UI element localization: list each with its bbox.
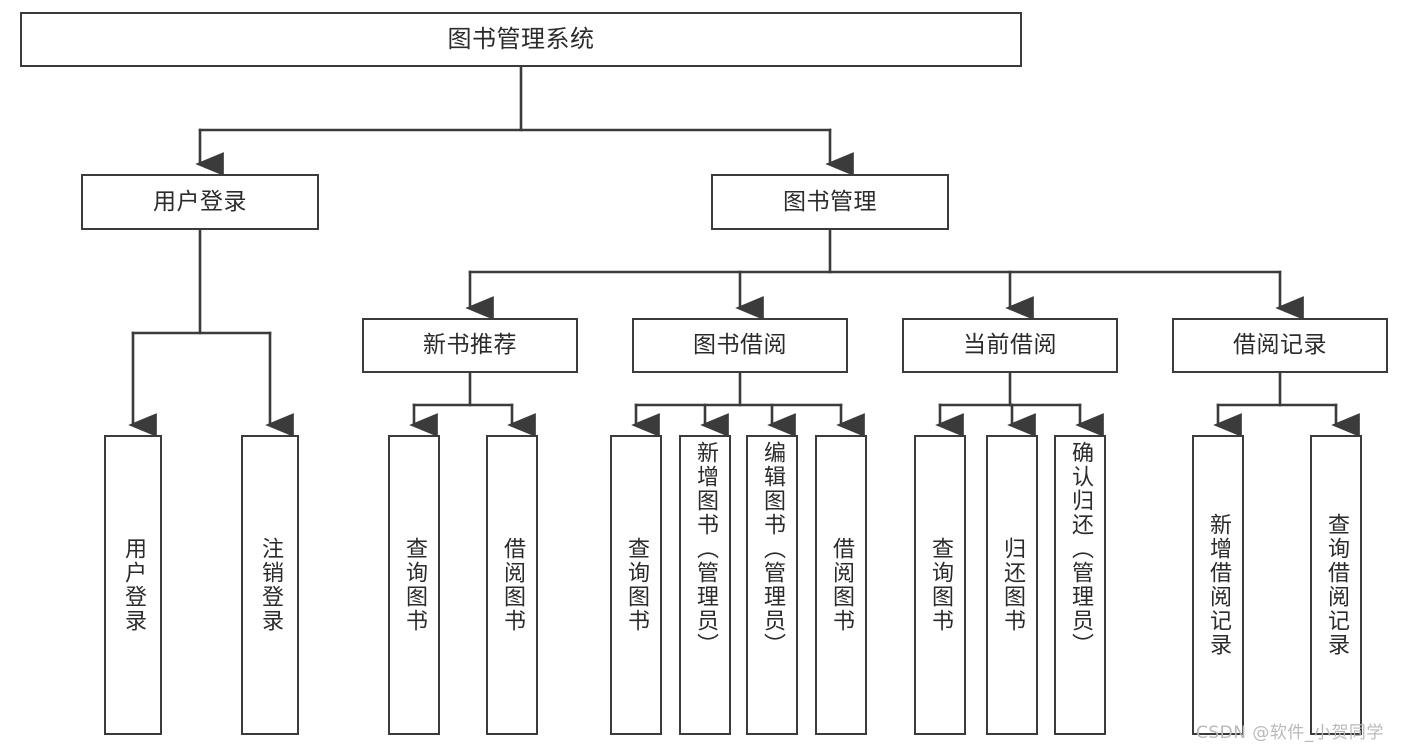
node-leaf-return-book[interactable]: 归还图书	[986, 435, 1038, 735]
node-leaf-query-book-2[interactable]: 查询图书	[610, 435, 662, 735]
node-borrow-records-label: 借阅记录	[1233, 332, 1327, 359]
node-book-borrow[interactable]: 图书借阅	[632, 318, 848, 373]
node-new-book-recommend-label: 新书推荐	[423, 332, 517, 359]
node-leaf-borrow-book-1-label: 借阅图书	[499, 537, 525, 633]
node-current-borrow[interactable]: 当前借阅	[902, 318, 1118, 373]
node-leaf-confirm-return-label: 确认归还（管理员）	[1067, 441, 1093, 657]
node-root[interactable]: 图书管理系统	[20, 12, 1022, 67]
node-leaf-query-book-3[interactable]: 查询图书	[914, 435, 966, 735]
node-leaf-user-login[interactable]: 用户登录	[104, 435, 162, 735]
node-leaf-add-record-label: 新增借阅记录	[1205, 513, 1231, 657]
node-leaf-query-book-1-label: 查询图书	[401, 537, 427, 633]
node-leaf-return-book-label: 归还图书	[999, 537, 1025, 633]
node-leaf-add-record[interactable]: 新增借阅记录	[1192, 435, 1244, 735]
node-leaf-query-record-label: 查询借阅记录	[1323, 513, 1349, 657]
node-book-manage-label: 图书管理	[783, 188, 877, 215]
node-leaf-query-book-1[interactable]: 查询图书	[388, 435, 440, 735]
node-leaf-query-book-2-label: 查询图书	[623, 537, 649, 633]
node-leaf-logout[interactable]: 注销登录	[241, 435, 299, 735]
node-current-borrow-label: 当前借阅	[963, 332, 1057, 359]
node-book-borrow-label: 图书借阅	[693, 332, 787, 359]
node-leaf-borrow-book-1[interactable]: 借阅图书	[486, 435, 538, 735]
node-user-login-label: 用户登录	[153, 188, 247, 215]
node-leaf-query-book-3-label: 查询图书	[927, 537, 953, 633]
node-borrow-records[interactable]: 借阅记录	[1172, 318, 1388, 373]
watermark: CSDN @软件_小贺同学	[1196, 723, 1384, 743]
node-leaf-user-login-label: 用户登录	[120, 537, 146, 633]
node-leaf-borrow-book-2-label: 借阅图书	[828, 537, 854, 633]
node-leaf-add-book[interactable]: 新增图书（管理员）	[679, 435, 731, 735]
node-leaf-confirm-return[interactable]: 确认归还（管理员）	[1054, 435, 1106, 735]
node-leaf-edit-book[interactable]: 编辑图书（管理员）	[746, 435, 798, 735]
node-leaf-query-record[interactable]: 查询借阅记录	[1310, 435, 1362, 735]
node-root-label: 图书管理系统	[447, 24, 595, 53]
node-new-book-recommend[interactable]: 新书推荐	[362, 318, 578, 373]
node-leaf-borrow-book-2[interactable]: 借阅图书	[815, 435, 867, 735]
node-leaf-add-book-label: 新增图书（管理员）	[692, 441, 718, 657]
node-leaf-logout-label: 注销登录	[257, 537, 283, 633]
node-user-login[interactable]: 用户登录	[81, 174, 319, 230]
node-book-manage[interactable]: 图书管理	[711, 174, 949, 230]
node-leaf-edit-book-label: 编辑图书（管理员）	[759, 441, 785, 657]
